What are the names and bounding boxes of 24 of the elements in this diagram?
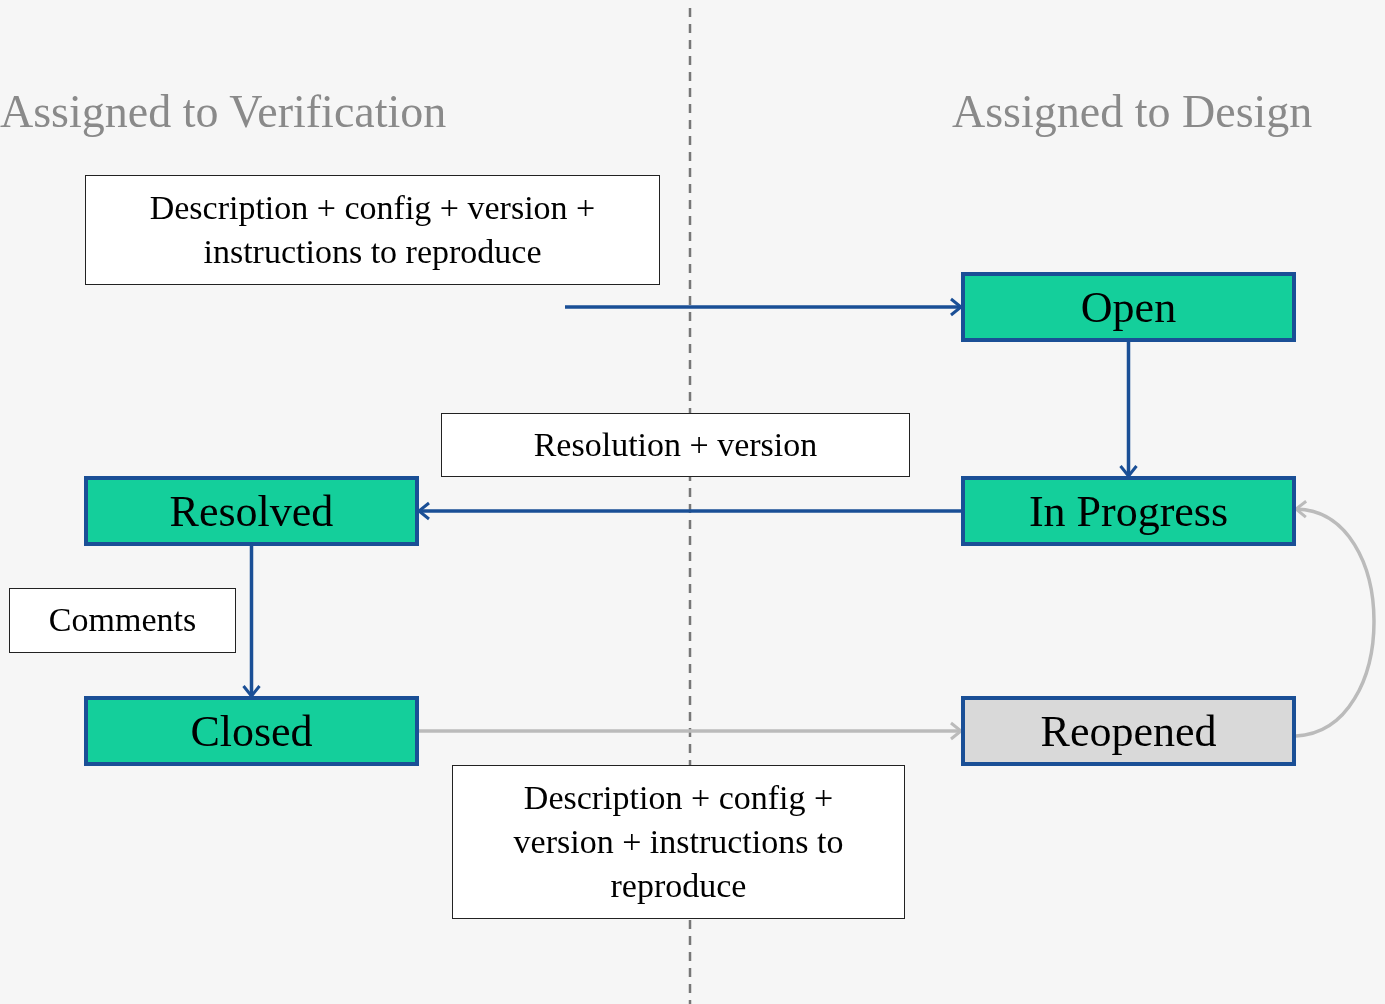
state-box — [961, 272, 1296, 342]
lane-heading: Assigned to Verification — [0, 85, 447, 138]
state-box — [961, 696, 1296, 766]
state-box — [84, 696, 419, 766]
node-text: Resolution + version — [533, 424, 818, 465]
node-text: Description + config + version + instructions to reproduce — [512, 777, 845, 907]
node-text: Reopened — [1040, 705, 1217, 757]
node-text: In Progress — [1028, 485, 1229, 537]
state-box — [84, 476, 419, 546]
arrow — [565, 297, 963, 317]
note-box — [9, 588, 236, 653]
node-text: Closed — [190, 705, 313, 757]
arrow — [242, 546, 261, 698]
note-box — [452, 765, 905, 919]
node-text: Description + config + version + instructions to reproduce — [148, 187, 597, 272]
node-text: Comments — [48, 600, 197, 641]
note-box — [85, 175, 660, 285]
arrow — [1119, 342, 1138, 478]
lane-heading: Assigned to Design — [952, 85, 1313, 138]
node-text: Open — [1080, 281, 1177, 333]
node-text: Resolved — [169, 485, 334, 537]
note-box — [441, 413, 910, 477]
state-box — [961, 476, 1296, 546]
arrow — [419, 721, 963, 741]
